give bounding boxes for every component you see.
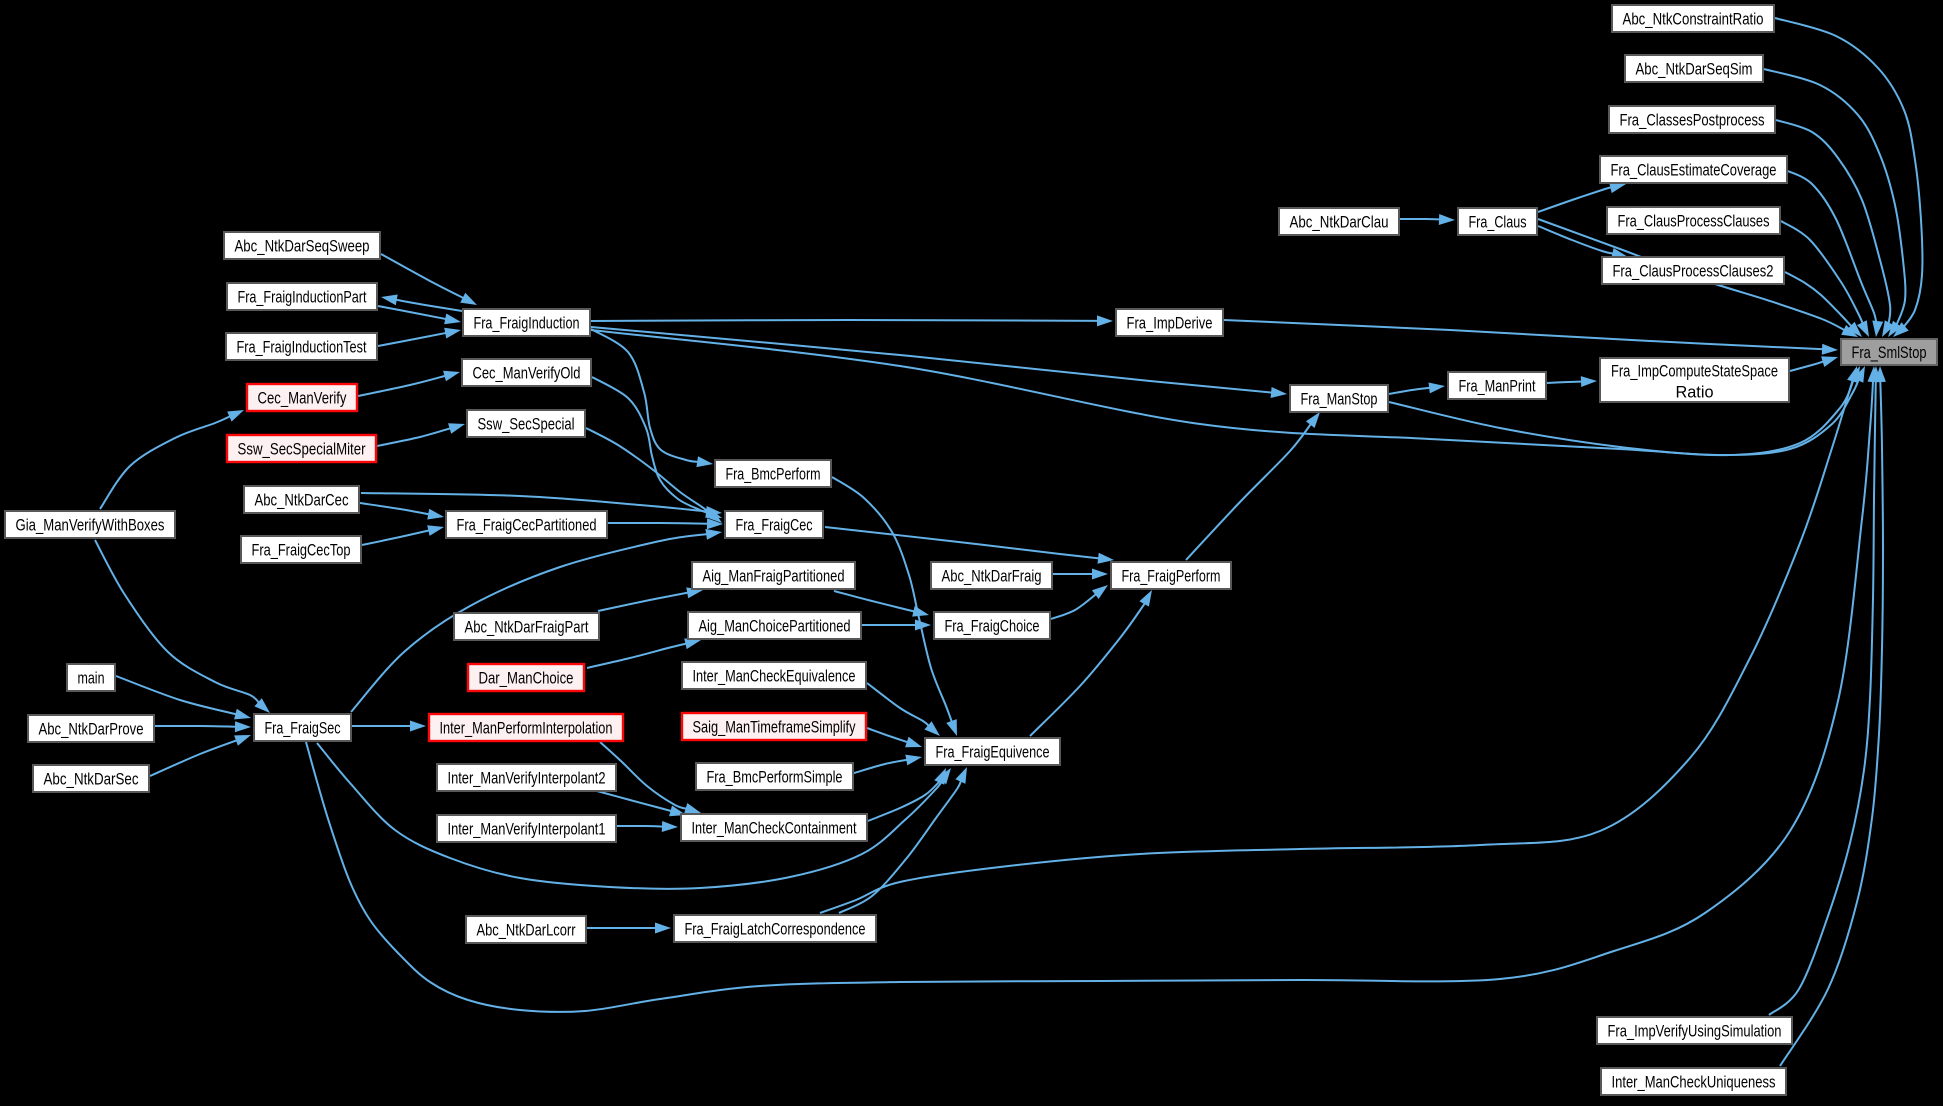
svg-text:Fra_FraigCecTop: Fra_FraigCecTop bbox=[252, 541, 351, 560]
svg-text:Fra_ImpVerifyUsingSimulation: Fra_ImpVerifyUsingSimulation bbox=[1608, 1022, 1782, 1041]
svg-text:Fra_FraigInductionTest: Fra_FraigInductionTest bbox=[237, 338, 367, 357]
svg-text:Fra_Claus: Fra_Claus bbox=[1469, 213, 1527, 232]
svg-text:Abc_NtkDarSeqSweep: Abc_NtkDarSeqSweep bbox=[235, 237, 370, 256]
svg-text:Aig_ManChoicePartitioned: Aig_ManChoicePartitioned bbox=[699, 617, 851, 636]
svg-text:Abc_NtkDarClau: Abc_NtkDarClau bbox=[1290, 213, 1389, 232]
svg-text:Fra_ClausProcessClauses: Fra_ClausProcessClauses bbox=[1618, 212, 1770, 231]
svg-text:Fra_FraigEquivence: Fra_FraigEquivence bbox=[936, 743, 1050, 762]
svg-text:Fra_ImpDerive: Fra_ImpDerive bbox=[1127, 314, 1213, 333]
svg-text:Saig_ManTimeframeSimplify: Saig_ManTimeframeSimplify bbox=[693, 718, 856, 737]
svg-text:Fra_BmcPerformSimple: Fra_BmcPerformSimple bbox=[707, 768, 843, 787]
svg-text:Fra_ManPrint: Fra_ManPrint bbox=[1459, 377, 1536, 396]
svg-text:Abc_NtkDarLcorr: Abc_NtkDarLcorr bbox=[477, 921, 576, 940]
svg-text:Fra_FraigPerform: Fra_FraigPerform bbox=[1122, 567, 1221, 586]
svg-text:Fra_FraigSec: Fra_FraigSec bbox=[265, 719, 341, 738]
svg-text:Ssw_SecSpecial: Ssw_SecSpecial bbox=[478, 415, 575, 434]
svg-text:Fra_FraigCec: Fra_FraigCec bbox=[736, 516, 813, 535]
svg-text:Ratio: Ratio bbox=[1676, 383, 1714, 402]
svg-text:Inter_ManCheckContainment: Inter_ManCheckContainment bbox=[692, 819, 857, 838]
svg-text:Fra_FraigLatchCorrespondence: Fra_FraigLatchCorrespondence bbox=[685, 920, 866, 939]
svg-text:Abc_NtkDarFraigPart: Abc_NtkDarFraigPart bbox=[465, 618, 589, 637]
svg-text:Cec_ManVerifyOld: Cec_ManVerifyOld bbox=[473, 364, 581, 383]
svg-text:Dar_ManChoice: Dar_ManChoice bbox=[479, 669, 574, 688]
svg-text:Aig_ManFraigPartitioned: Aig_ManFraigPartitioned bbox=[703, 567, 845, 586]
svg-text:Abc_NtkDarSeqSim: Abc_NtkDarSeqSim bbox=[1636, 60, 1753, 79]
svg-text:Fra_FraigInductionPart: Fra_FraigInductionPart bbox=[238, 288, 367, 307]
svg-text:Fra_FraigCecPartitioned: Fra_FraigCecPartitioned bbox=[457, 516, 597, 535]
svg-text:Fra_BmcPerform: Fra_BmcPerform bbox=[726, 465, 821, 484]
svg-text:Gia_ManVerifyWithBoxes: Gia_ManVerifyWithBoxes bbox=[16, 516, 165, 535]
svg-text:Fra_ClassesPostprocess: Fra_ClassesPostprocess bbox=[1620, 111, 1765, 130]
svg-text:Fra_FraigChoice: Fra_FraigChoice bbox=[945, 617, 1040, 636]
svg-text:Inter_ManPerformInterpolation: Inter_ManPerformInterpolation bbox=[440, 719, 613, 738]
svg-text:Fra_ImpComputeStateSpace: Fra_ImpComputeStateSpace bbox=[1611, 362, 1778, 381]
svg-text:main: main bbox=[78, 669, 105, 688]
svg-text:Inter_ManCheckUniqueness: Inter_ManCheckUniqueness bbox=[1612, 1073, 1776, 1092]
svg-text:Fra_ClausEstimateCoverage: Fra_ClausEstimateCoverage bbox=[1611, 161, 1777, 180]
svg-text:Abc_NtkDarSec: Abc_NtkDarSec bbox=[44, 770, 139, 789]
svg-text:Inter_ManCheckEquivalence: Inter_ManCheckEquivalence bbox=[693, 667, 856, 686]
svg-text:Fra_FraigInduction: Fra_FraigInduction bbox=[474, 314, 580, 333]
svg-text:Abc_NtkDarProve: Abc_NtkDarProve bbox=[39, 720, 144, 739]
svg-text:Inter_ManVerifyInterpolant2: Inter_ManVerifyInterpolant2 bbox=[448, 769, 606, 788]
svg-text:Abc_NtkConstraintRatio: Abc_NtkConstraintRatio bbox=[1623, 10, 1764, 29]
svg-text:Abc_NtkDarCec: Abc_NtkDarCec bbox=[255, 491, 349, 510]
svg-text:Fra_ManStop: Fra_ManStop bbox=[1301, 390, 1378, 409]
svg-text:Fra_ClausProcessClauses2: Fra_ClausProcessClauses2 bbox=[1613, 262, 1774, 281]
svg-text:Abc_NtkDarFraig: Abc_NtkDarFraig bbox=[942, 567, 1042, 586]
svg-text:Ssw_SecSpecialMiter: Ssw_SecSpecialMiter bbox=[238, 440, 366, 459]
svg-text:Cec_ManVerify: Cec_ManVerify bbox=[258, 389, 347, 408]
svg-text:Fra_SmlStop: Fra_SmlStop bbox=[1852, 343, 1927, 362]
svg-text:Inter_ManVerifyInterpolant1: Inter_ManVerifyInterpolant1 bbox=[448, 820, 606, 839]
